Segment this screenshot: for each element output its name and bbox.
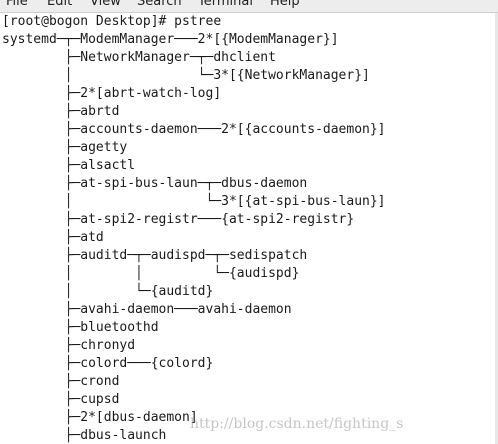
terminal-line: ├─cupsd xyxy=(2,392,120,407)
terminal-line: ├─abrtd xyxy=(2,104,120,119)
terminal-line: │ │ └─{audispd} xyxy=(2,266,300,281)
terminal-line: ├─dbus-launch xyxy=(2,428,167,443)
menu-terminal[interactable]: Terminal xyxy=(198,0,253,9)
terminal-line: ├─bluetoothd xyxy=(2,320,159,335)
terminal-line: systemd─┬─ModemManager───2*[{ModemManage… xyxy=(2,32,339,47)
watermark: http://blog.csdn.net/fighting_s xyxy=(190,416,404,432)
terminal-line: ├─at-spi-bus-laun─┬─dbus-daemon xyxy=(2,176,308,191)
terminal-line: ├─colord───{colord} xyxy=(2,356,214,371)
terminal-line: ├─agetty xyxy=(2,140,128,155)
terminal-output[interactable]: [root@bogon Desktop]# pstree systemd─┬─M… xyxy=(0,13,498,444)
terminal-line: │ └─3*[{NetworkManager}] xyxy=(2,68,370,83)
terminal-line: ├─avahi-daemon───avahi-daemon xyxy=(2,302,292,317)
menu-help[interactable]: Help xyxy=(270,0,300,9)
terminal-line: ├─chronyd xyxy=(2,338,136,353)
menu-bar: File Edit View Search Terminal Help xyxy=(0,0,498,13)
terminal-line: ├─at-spi2-registr───{at-spi2-registr} xyxy=(2,212,355,227)
terminal-line: │ └─3*[{at-spi-bus-laun}] xyxy=(2,194,386,209)
terminal-line: │ └─{auditd} xyxy=(2,284,214,299)
terminal-line: [root@bogon Desktop]# pstree xyxy=(2,14,222,29)
menu-search[interactable]: Search xyxy=(137,0,182,9)
terminal-line: ├─2*[dbus-daemon] xyxy=(2,410,198,425)
terminal-line: ├─2*[abrt-watch-log] xyxy=(2,86,222,101)
terminal-line: ├─crond xyxy=(2,374,120,389)
menu-edit[interactable]: Edit xyxy=(47,0,73,9)
menu-view[interactable]: View xyxy=(90,0,121,9)
scrollbar[interactable] xyxy=(495,13,498,444)
terminal-line: ├─atd xyxy=(2,230,104,245)
menu-file[interactable]: File xyxy=(6,0,28,9)
terminal-line: ├─accounts-daemon───2*[{accounts-daemon}… xyxy=(2,122,386,137)
terminal-line: ├─alsactl xyxy=(2,158,136,173)
terminal-line: ├─NetworkManager─┬─dhclient xyxy=(2,50,276,65)
terminal-line: ├─auditd─┬─audispd─┬─sedispatch xyxy=(2,248,308,263)
